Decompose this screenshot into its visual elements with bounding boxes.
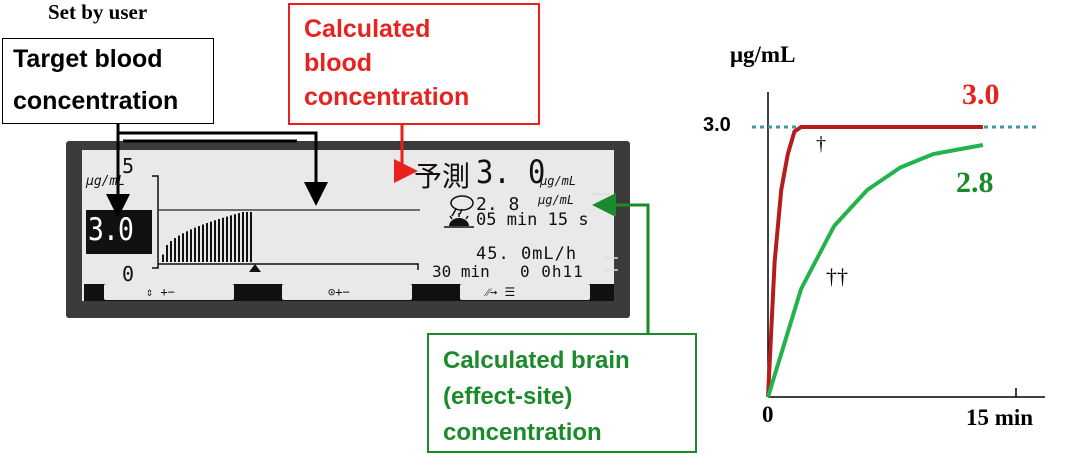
display-bar (230, 215, 232, 262)
display-predict-label: 予測 (414, 160, 471, 193)
display-bar (174, 238, 176, 262)
calc-brain-line3: concentration (443, 419, 602, 446)
display-bar (234, 214, 236, 262)
display-bar (182, 233, 184, 262)
softkey-2[interactable] (282, 284, 412, 300)
display-bar (214, 220, 216, 262)
calc-blood-line2: blood (304, 49, 373, 77)
chart-ylabel: μg/mL (730, 42, 796, 67)
display-time-to-reach: 05 min 15 s (476, 210, 589, 230)
chart-red-end-label: 3.0 (962, 78, 1000, 111)
arrow-calc-brain (592, 193, 650, 333)
display-bar (198, 226, 200, 262)
display-elapsed-time: 0 0h11 (520, 262, 584, 281)
calculated-blood-callout: Calculated blood concentration (288, 3, 540, 125)
set-by-user-label: Set by user (48, 0, 148, 24)
pump-display-screen (82, 150, 614, 301)
display-bar (166, 245, 168, 262)
display-predicted-blood-unit: μg/mL (540, 174, 577, 188)
arrow-calc-blood (394, 125, 418, 183)
display-bar (238, 213, 240, 262)
display-unit: μg/mL (86, 174, 126, 189)
brain-cloud-icon (450, 195, 474, 217)
display-bar (222, 217, 224, 262)
display-time-marker (249, 264, 261, 272)
display-elapsed-min: 30 min (432, 262, 490, 281)
display-bar (186, 231, 188, 262)
chart-green-marker: †† (826, 264, 848, 289)
display-bar (250, 212, 252, 262)
chart-xtick-15: 15 min (966, 405, 1034, 430)
display-bar (162, 254, 164, 262)
chart-green-end-label: 2.8 (956, 166, 994, 199)
target-blood-callout: Target blood concentration (2, 38, 214, 124)
chart-xtick-0: 0 (762, 402, 774, 427)
display-axis-max: 5 (122, 154, 135, 178)
display-bar (246, 212, 248, 262)
calc-blood-line1: Calculated (304, 15, 431, 43)
display-predicted-brain: 2. 8 (476, 194, 520, 215)
display-predicted-brain-unit: μg/mL (538, 193, 575, 207)
display-flow-rate: 45. 0mL/h (476, 244, 578, 264)
display-target-value: 3.0 (88, 212, 134, 248)
display-time-axis (158, 263, 419, 270)
display-predicted-blood: 3. 0 (476, 153, 546, 191)
display-bar (178, 235, 180, 262)
softkey-3-label: ⁄⁄→ ☰ (486, 285, 516, 299)
calc-brain-line2: (effect-site) (443, 383, 573, 410)
arrow-target-to-line (118, 131, 328, 206)
display-axis-min: 0 (122, 262, 135, 286)
calc-brain-line1: Calculated brain (443, 347, 630, 374)
calculated-brain-callout: Calculated brain (effect-site) concentra… (427, 333, 697, 453)
display-bar (210, 221, 212, 262)
display-axis-bracket (152, 175, 159, 269)
target-blood-line2: concentration (13, 87, 179, 115)
softkey-1[interactable] (104, 284, 234, 300)
calc-blood-line3: concentration (304, 83, 470, 111)
display-bar (206, 223, 208, 262)
chart-ytick-3: 3.0 (703, 114, 731, 136)
display-bar (170, 241, 172, 262)
display-bar (242, 212, 244, 262)
display-bar (190, 229, 192, 262)
chart-series-blood (766, 124, 983, 398)
display-infusion-bars (162, 212, 252, 262)
chart-red-marker: † (816, 133, 826, 155)
chart-series-brain (766, 143, 984, 398)
display-bar (194, 227, 196, 262)
display-bar (218, 219, 220, 262)
time-to-target-icon (444, 213, 474, 228)
softkey-3[interactable] (460, 284, 590, 300)
display-bar (202, 224, 204, 262)
softkey-1-label: ⇕ +− (146, 285, 175, 299)
target-blood-line1: Target blood (13, 45, 163, 73)
display-bar (226, 216, 228, 262)
concentration-chart (752, 92, 1045, 398)
softkey-2-label: ⊙+− (328, 285, 350, 299)
